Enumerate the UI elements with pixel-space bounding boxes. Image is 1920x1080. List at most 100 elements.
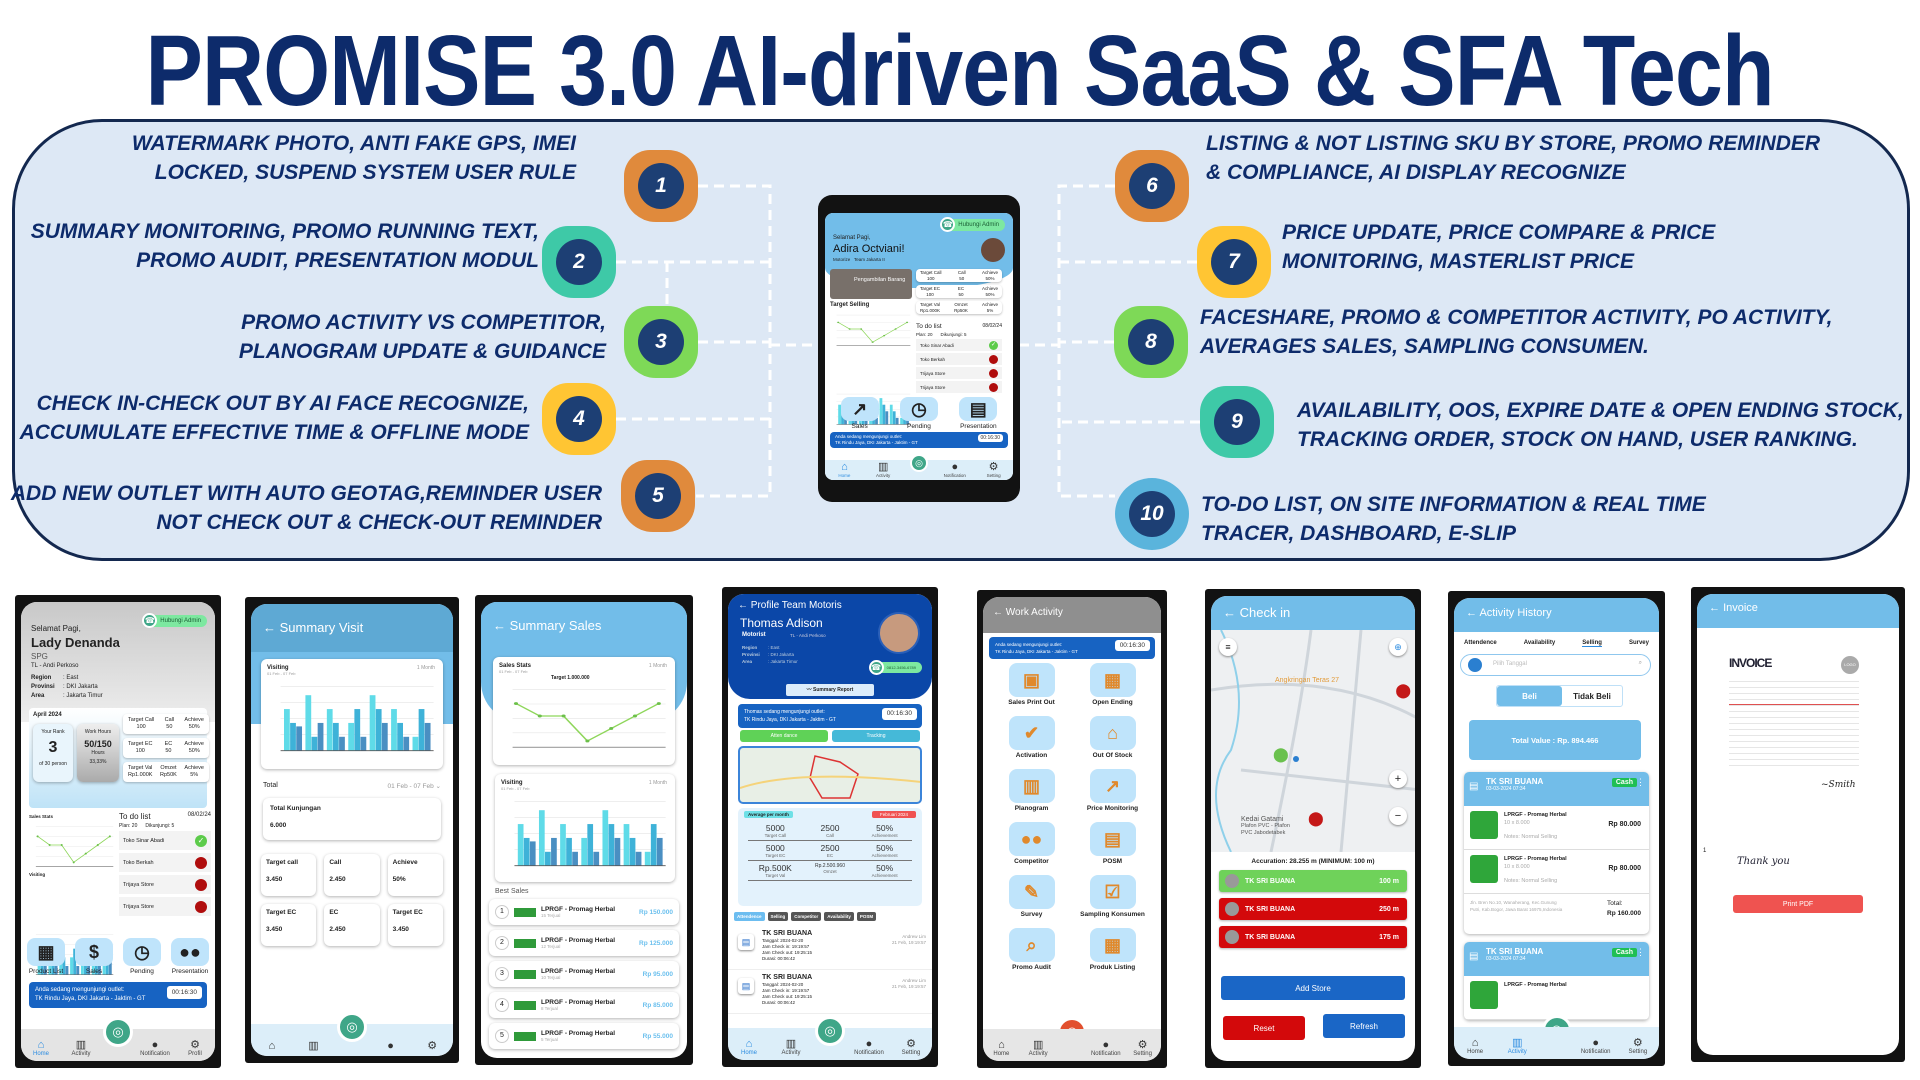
zoom-in-button[interactable]: +	[1389, 770, 1407, 788]
tab-selling[interactable]: Selling	[1582, 640, 1602, 647]
period-dropdown[interactable]: 1 Month	[648, 663, 667, 669]
nav-home[interactable]: ⌂Home	[838, 461, 851, 478]
nav-home[interactable]: ⌂Home	[32, 1039, 49, 1057]
tab-posm[interactable]: POSM	[856, 912, 877, 921]
nav-home[interactable]: ⌂Home	[993, 1039, 1010, 1057]
nav-notification[interactable]: ●Notification	[854, 1038, 884, 1056]
nav-activity[interactable]: ▥Activity	[1028, 1039, 1048, 1057]
date-range-dropdown[interactable]: 01 Feb - 07 Feb ⌄	[387, 783, 441, 790]
more-options-icon[interactable]: ⋮	[1636, 777, 1645, 787]
todo-item[interactable]: Toko Berkah	[916, 353, 1002, 365]
activity-promo-audit[interactable]: ⌕Promo Audit	[991, 928, 1072, 971]
nav-setting[interactable]: ⚙Setting	[901, 1038, 921, 1056]
menu-sales[interactable]: $Sales	[75, 938, 113, 975]
tab-selling[interactable]: Selling	[767, 912, 789, 921]
check-in-map[interactable]: ≡ ⊕ Angkringan Teras 27 ⬤ ⬤ + − Kedai Ga…	[1211, 630, 1415, 852]
checkin-location-button[interactable]: ◎	[815, 1016, 845, 1046]
checkin-location-button[interactable]: ◎	[910, 454, 928, 472]
nav-activity[interactable]: ▥Activity	[876, 461, 891, 478]
phone-number-button[interactable]: ☎0812-3456-6789	[868, 660, 922, 675]
bell-icon[interactable]: ●	[387, 1040, 394, 1052]
back-arrow-icon[interactable]: ←	[263, 620, 276, 635]
nav-setting[interactable]: ⚙Setting	[986, 461, 1001, 478]
more-options-icon[interactable]: ⋮	[1636, 947, 1645, 957]
print-pdf-button[interactable]: Print PDF	[1733, 895, 1863, 913]
home-icon[interactable]: ⌂	[268, 1040, 276, 1052]
activity-posm[interactable]: ▤POSM	[1072, 822, 1153, 865]
gear-icon[interactable]: ⚙	[427, 1040, 438, 1052]
back-arrow-icon[interactable]: ←	[1466, 607, 1477, 619]
reset-button[interactable]: Reset	[1223, 1016, 1305, 1040]
add-store-button[interactable]: Add Store	[1221, 976, 1405, 1000]
menu-icon[interactable]: ≡	[1219, 638, 1237, 656]
nav-activity[interactable]: ▥Activity	[781, 1038, 801, 1056]
attendance-tab[interactable]: Atten dance	[740, 730, 828, 742]
store-pin-icon[interactable]: ⬤	[1308, 810, 1324, 826]
activity-sampling-konsumen[interactable]: ☑Sampling Konsumen	[1072, 875, 1153, 918]
todo-item[interactable]: Trijaya Store	[916, 381, 1002, 393]
tab-availability[interactable]: Availability	[824, 912, 854, 921]
todo-item[interactable]: Trijaya Store	[119, 897, 211, 916]
checkin-location-button[interactable]: ◎	[103, 1017, 133, 1047]
date-search-input[interactable]: Pilih Tanggal⌕	[1460, 654, 1651, 676]
checkin-location-button[interactable]: ◎	[337, 1012, 367, 1042]
pickup-banner[interactable]: Pengambilan Barang	[830, 269, 912, 299]
tab-attendence[interactable]: Attendence	[1464, 640, 1497, 646]
contact-admin-button[interactable]: ☎Hubungi Admin	[142, 613, 207, 628]
menu-presentation[interactable]: ●●Presentation	[171, 938, 209, 975]
menu-product-list[interactable]: ▦Product List	[27, 938, 65, 975]
activity-sales-print-out[interactable]: ▣Sales Print Out	[991, 663, 1072, 706]
nav-home[interactable]: ⌂Home	[740, 1038, 757, 1056]
store-pin-icon[interactable]: ⬤	[1273, 746, 1289, 762]
tab-attendence[interactable]: Attendence	[734, 912, 765, 921]
back-arrow-icon[interactable]: ←	[493, 618, 506, 633]
nav-activity[interactable]: ▥Activity	[71, 1039, 91, 1057]
refresh-button[interactable]: Refresh	[1323, 1014, 1405, 1038]
tab-availability[interactable]: Availability	[1523, 640, 1556, 646]
menu-pending[interactable]: ◷Pending	[123, 938, 161, 975]
activity-survey[interactable]: ✎Survey	[991, 875, 1072, 918]
nav-setting[interactable]: ⚙Setting	[1628, 1037, 1648, 1055]
back-arrow-icon[interactable]: ←	[993, 607, 1003, 618]
nav-home[interactable]: ⌂Home	[1467, 1037, 1484, 1055]
todo-item[interactable]: Trijaya Store	[119, 875, 211, 894]
activity-price-monitoring[interactable]: ↗Price Monitoring	[1072, 769, 1153, 812]
activity-planogram[interactable]: ▥Planogram	[991, 769, 1072, 812]
nav-activity[interactable]: ▥Activity	[1507, 1037, 1527, 1055]
tab-survey[interactable]: Survey	[1628, 640, 1649, 646]
nav-setting[interactable]: ⚙Setting	[1133, 1039, 1152, 1057]
nav-profil[interactable]: ⚙Profil	[188, 1039, 202, 1057]
back-arrow-icon[interactable]: ←	[1223, 605, 1236, 620]
zoom-out-button[interactable]: −	[1389, 807, 1407, 825]
search-icon[interactable]: ⌕	[1638, 660, 1642, 666]
activity-activation[interactable]: ✔Activation	[991, 716, 1072, 759]
activity-produk-listing[interactable]: ▦Produk Listing	[1072, 928, 1153, 971]
menu-sales[interactable]: ↗Sales	[840, 397, 879, 430]
tab-competitor[interactable]: Competitor	[791, 912, 822, 921]
todo-item[interactable]: Toko Sinar Abadi✓	[916, 339, 1002, 351]
nav-notification[interactable]: ●Notification	[140, 1039, 170, 1057]
nav-notification[interactable]: ●Notification	[943, 461, 966, 478]
tracking-map[interactable]	[738, 746, 922, 804]
store-pin-icon[interactable]: ⬤	[1395, 682, 1411, 698]
activity-competitor[interactable]: ●●Competitor	[991, 822, 1072, 865]
back-arrow-icon[interactable]: ←	[1709, 602, 1720, 614]
activity-out-of-stock[interactable]: ⌂Out Of Stock	[1072, 716, 1153, 759]
nav-notification[interactable]: ●Notification	[1580, 1037, 1611, 1055]
menu-presentation[interactable]: ▤Presentation	[959, 397, 998, 430]
nav-notification[interactable]: ●Notification	[1090, 1039, 1121, 1057]
my-location-icon[interactable]: ⊕	[1389, 638, 1407, 656]
todo-item[interactable]: Toko Sinar Abadi✓	[119, 831, 211, 850]
back-arrow-icon[interactable]: ←	[738, 600, 748, 611]
menu-pending[interactable]: ◷Pending	[899, 397, 938, 430]
